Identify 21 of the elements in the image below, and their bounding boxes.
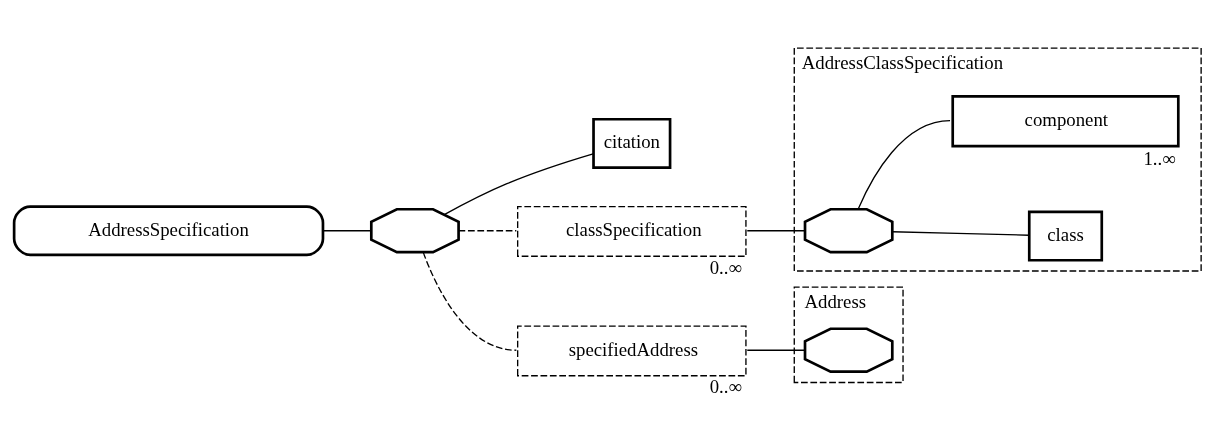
connector xyxy=(457,229,517,231)
node-octagon xyxy=(803,207,894,254)
node-label: 0..∞ xyxy=(709,256,742,278)
connector xyxy=(746,349,806,351)
node-box: specifiedAddress xyxy=(517,324,747,376)
connector xyxy=(322,229,372,231)
node-box: AddressSpecification xyxy=(12,204,325,256)
cluster: Address xyxy=(793,285,904,383)
node-label: 0..∞ xyxy=(709,375,742,397)
connector xyxy=(443,152,594,215)
connector xyxy=(891,230,1030,236)
connector xyxy=(857,119,951,210)
node-label: 1..∞ xyxy=(1143,147,1176,169)
node-box: classSpecification xyxy=(517,205,747,257)
node-box: component xyxy=(951,94,1180,147)
node-box: class xyxy=(1027,210,1104,262)
node-box: citation xyxy=(592,117,672,169)
connector xyxy=(422,251,517,351)
node-octagon xyxy=(803,326,894,373)
connector xyxy=(746,229,806,231)
node-octagon xyxy=(369,207,460,254)
